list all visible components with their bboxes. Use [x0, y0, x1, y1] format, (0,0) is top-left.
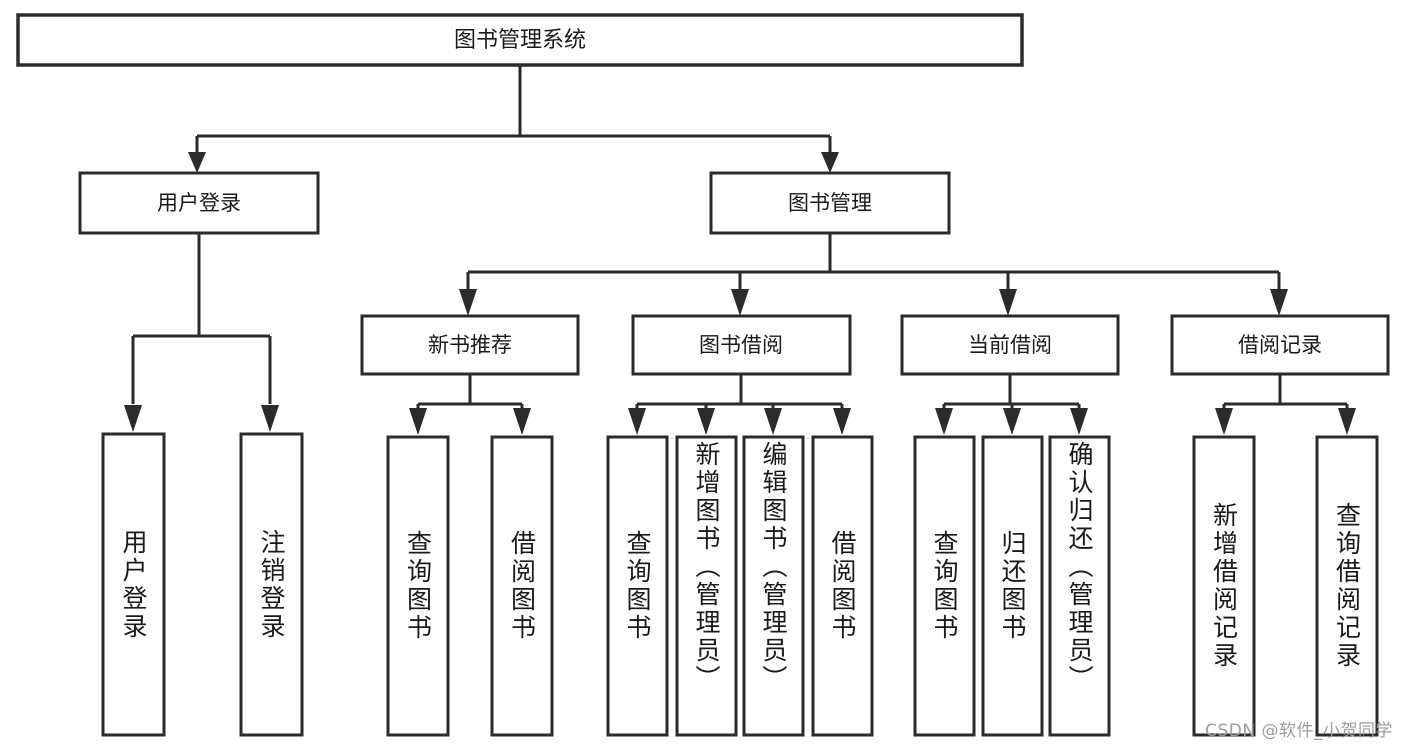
node-new-book-recommend-label: 新书推荐: [428, 333, 512, 357]
arrow-head-leaf-cb-confirm: [1070, 408, 1088, 435]
leaf-box-bb-query-book[interactable]: [606, 435, 669, 737]
node-new-book-recommend[interactable]: 新书推荐: [360, 314, 580, 376]
node-user-login[interactable]: 用户登录: [78, 171, 320, 235]
arrow-head-leaf-newbook-borrow: [513, 408, 531, 435]
leaf-box-cb-return-book[interactable]: [981, 435, 1044, 737]
node-root-system-box: [16, 13, 1024, 67]
leaf-box-cb-confirm-return[interactable]: [1048, 435, 1111, 737]
node-user-login-box: [78, 171, 320, 235]
node-root-system[interactable]: 图书管理系统: [16, 13, 1024, 67]
arrow-head-book-manage: [821, 152, 839, 173]
node-user-login-label: 用户登录: [157, 191, 241, 215]
arrow-head-leaf-br-add: [1215, 408, 1233, 435]
arrow-head-leaf-br-query: [1338, 408, 1356, 435]
node-book-borrow-box: [631, 314, 852, 376]
node-new-book-recommend-box: [360, 314, 580, 376]
arrow-head-leaf-user-login: [124, 405, 142, 432]
leaf-box-br-query-record[interactable]: [1315, 435, 1379, 737]
leaf-box-cb-query-book[interactable]: [913, 435, 976, 737]
node-borrow-record-box: [1170, 314, 1390, 376]
node-current-borrow-label: 当前借阅: [968, 333, 1052, 357]
arrow-head-leaf-newbook-query: [409, 408, 427, 435]
node-book-manage-label: 图书管理: [788, 191, 872, 215]
connector-layer: [124, 65, 1356, 435]
arrow-head-leaf-bb-query: [628, 408, 646, 435]
leaf-box-bb-borrow-book[interactable]: [811, 435, 874, 737]
leaf-box-br-add-record[interactable]: [1192, 435, 1256, 737]
node-book-borrow-label: 图书借阅: [699, 333, 783, 357]
leaf-box-logout[interactable]: [239, 432, 304, 737]
node-book-borrow[interactable]: 图书借阅: [631, 314, 852, 376]
leaf-box-bb-add-book[interactable]: [675, 435, 738, 737]
arrow-head-current-borrow: [999, 289, 1017, 316]
leaf-box-nb-borrow-book[interactable]: [490, 435, 554, 737]
arrow-head-book-borrow: [731, 289, 749, 316]
arrow-head-borrow-record: [1270, 289, 1288, 316]
node-book-manage-box: [709, 171, 951, 235]
leaf-box-nb-query-book[interactable]: [386, 435, 450, 737]
csdn-watermark: CSDN @软件_小贺同学: [1205, 721, 1393, 741]
node-current-borrow-box: [900, 314, 1120, 376]
arrow-head-leaf-logout: [261, 405, 279, 432]
arrow-head-user-login: [188, 152, 206, 173]
arrow-head-leaf-bb-edit: [764, 408, 782, 435]
arrow-head-leaf-bb-borrow: [833, 408, 851, 435]
arrow-head-leaf-cb-return: [1003, 408, 1021, 435]
node-current-borrow[interactable]: 当前借阅: [900, 314, 1120, 376]
leaf-box-bb-edit-book[interactable]: [742, 435, 805, 737]
leaf-box-user-login[interactable]: [101, 432, 166, 737]
arrow-head-leaf-bb-add: [697, 408, 715, 435]
node-root-system-label: 图书管理系统: [454, 28, 586, 53]
arrow-head-leaf-cb-query: [935, 408, 953, 435]
node-borrow-record[interactable]: 借阅记录: [1170, 314, 1390, 376]
node-borrow-record-label: 借阅记录: [1238, 333, 1322, 357]
node-book-manage[interactable]: 图书管理: [709, 171, 951, 235]
arrow-head-new-book-recommend: [459, 289, 477, 316]
